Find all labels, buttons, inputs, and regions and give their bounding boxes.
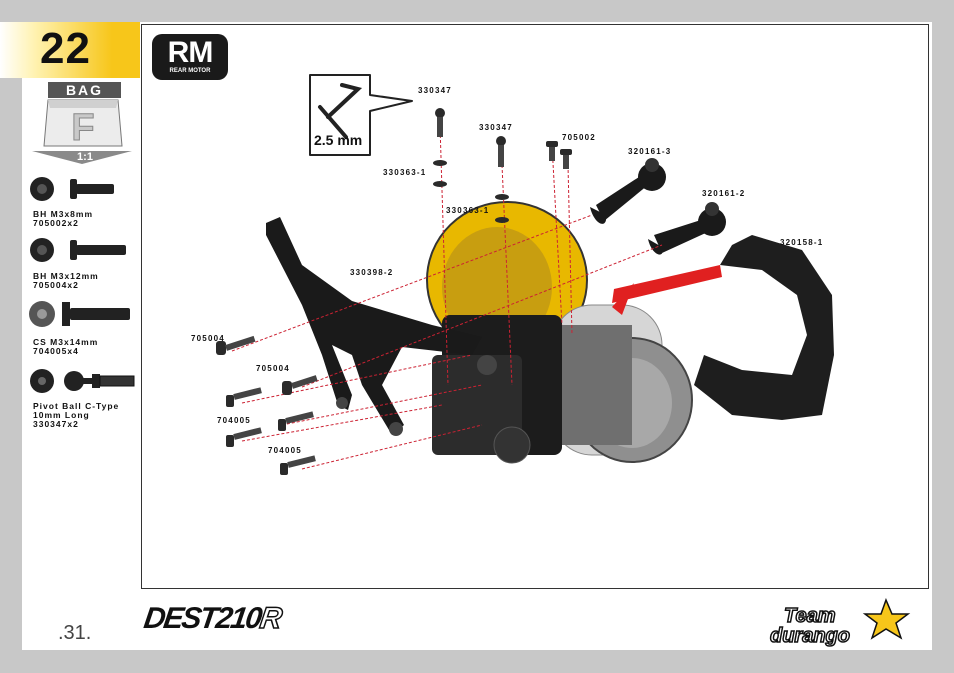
callout-704005: 704005 [217,416,251,425]
brand-line-2: durango [770,625,850,647]
callout-330347: 330347 [479,123,513,132]
badge-code: RM [167,36,214,69]
star-icon [862,598,911,640]
product-logo: DEST210R [141,601,283,636]
bh-screw [560,149,572,169]
scale-label: 1:1 [77,151,93,163]
rear-motor-badge: RM REAR MOTOR [152,34,228,80]
parts-illustrations [29,177,135,393]
bag-label: BAG [48,82,121,98]
hex-wrench-callout [309,74,413,156]
bh-m3x8-part-icon [30,177,114,201]
callout-704005: 704005 [268,446,302,455]
assembly-guide-lines [231,124,663,470]
direction-arrow [612,265,722,303]
pivot-ball-screw [435,108,445,137]
callout-330363-1: 330363-1 [383,168,427,177]
hex-wrench-icon [318,83,363,139]
callout-705004: 705004 [256,364,290,373]
pivot-ball-screw [496,136,506,167]
assembly-illustration [216,74,834,475]
washer [495,194,509,223]
bh-screw [282,375,318,395]
step-number-box [0,22,140,78]
tool-size-label: 2.5 mm [314,132,363,148]
body-mount-rear [590,158,666,224]
callout-320161-2: 320161-2 [702,189,746,198]
cs-screw [226,387,262,407]
bag-icon: F [32,99,132,164]
callout-320161-3: 320161-3 [628,147,672,156]
shock-tower-illustration [266,217,482,436]
callout-705004: 705004 [191,334,225,343]
callout-320158-1: 320158-1 [780,238,824,247]
pivot-ball-part-icon [30,369,135,393]
cs-m3x14-part-icon [29,301,130,327]
step-number: 22 [40,24,91,73]
page-number: .31. [58,622,92,644]
bh-screw [216,335,256,355]
callout-330363-1: 330363-1 [446,206,490,215]
body-mount-front [648,202,726,255]
cs-screw [280,455,316,475]
bh-m3x12-part-icon [30,238,126,262]
screws [216,108,572,475]
cs-screw [226,427,262,447]
brand-logo: Team durango [769,598,911,648]
motor-cover-illustration [694,235,834,420]
brand-line-1: Team [784,605,836,627]
callout-705002: 705002 [562,133,596,142]
cs-screw [278,411,314,431]
bag-letter: F [71,107,94,149]
washer [433,160,447,187]
callout-330347: 330347 [418,86,452,95]
callout-330398-2: 330398-2 [350,268,394,277]
bh-screw [546,141,558,161]
badge-subtitle: REAR MOTOR [169,68,211,74]
